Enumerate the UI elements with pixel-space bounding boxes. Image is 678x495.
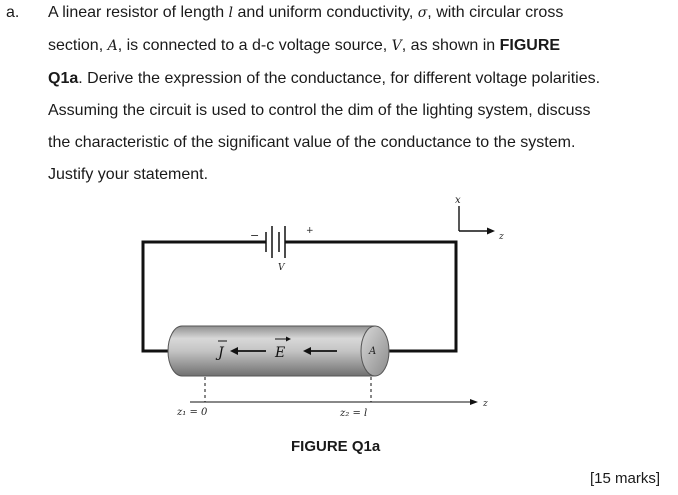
battery-minus-label: − — [250, 229, 259, 242]
figure-reference: Q1a — [48, 70, 79, 87]
figure-caption: FIGURE Q1a — [291, 438, 381, 455]
question-line-2: section, A, is connected to a d-c voltag… — [48, 37, 560, 55]
figure-reference: FIGURE — [499, 37, 561, 54]
question-line-1: A linear resistor of length l and unifor… — [48, 4, 563, 22]
electric-field-label: E — [274, 345, 285, 361]
text: A linear resistor of length — [48, 4, 225, 21]
question-line-4: Assuming the circuit is used to control … — [48, 102, 591, 119]
axis-z-top-label: z — [498, 232, 504, 242]
area-label: A — [368, 346, 376, 357]
battery-voltage-label: V — [278, 263, 286, 273]
current-density-label: J — [215, 345, 225, 361]
voltage-symbol: V — [391, 38, 402, 54]
text: , with circular cross — [427, 4, 564, 21]
text: and uniform conductivity, — [237, 4, 414, 21]
sigma-symbol: σ — [417, 5, 428, 21]
area-symbol: A — [107, 38, 118, 54]
question-label: a. — [6, 4, 20, 21]
text: , is connected to a d-c voltage source, — [117, 37, 388, 54]
z2-label: z₂ = l — [339, 408, 367, 419]
battery-plus-label: + — [306, 226, 314, 236]
text: . Derive the expression of the conductan… — [78, 70, 601, 87]
z1-label: z₁ = 0 — [176, 407, 208, 418]
position-markers — [204, 377, 372, 402]
axes-top — [458, 206, 495, 235]
length-symbol: l — [228, 5, 234, 21]
axis-z-bottom-label: z — [482, 399, 488, 409]
battery-symbol — [253, 226, 290, 258]
question-line-6: Justify your statement. — [48, 166, 209, 183]
cylinder-resistor — [167, 325, 390, 377]
question-line-5: the characteristic of the significant va… — [48, 134, 576, 151]
axis-x-label: x — [455, 195, 461, 206]
circuit-wire — [141, 240, 458, 353]
E-vector-arrowhead — [286, 336, 291, 342]
question-line-3: Q1a. Derive the expression of the conduc… — [48, 70, 600, 88]
text: , as shown in — [401, 37, 496, 54]
marks-label: [15 marks] — [590, 470, 661, 487]
text: section, — [48, 37, 104, 54]
arrow-E-left — [303, 347, 337, 355]
axis-z-bottom — [190, 399, 478, 405]
arrow-J-to-E — [230, 347, 266, 355]
